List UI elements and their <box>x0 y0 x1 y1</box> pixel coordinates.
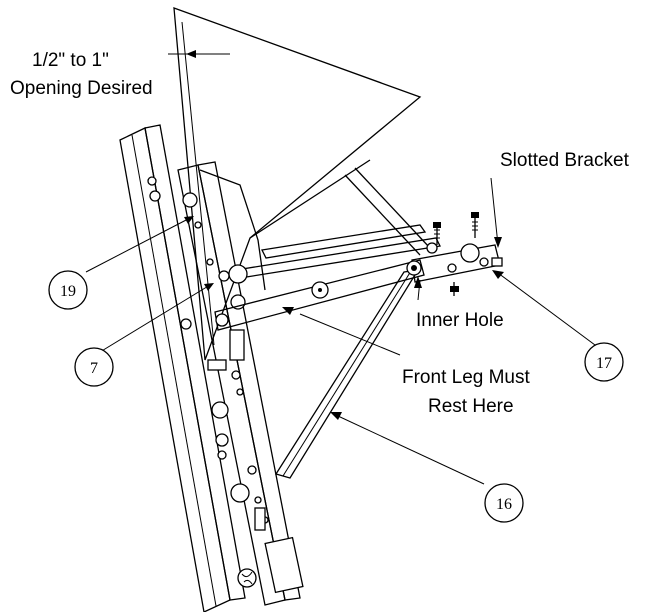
hopper <box>173 7 431 361</box>
inner-hole-label: Inner Hole <box>416 310 504 331</box>
slotted-bracket <box>406 212 503 296</box>
callout-16: 16 <box>484 483 524 523</box>
opening-label-line2: Opening Desired <box>10 78 153 99</box>
slotted-bracket-label: Slotted Bracket <box>500 150 630 171</box>
front-leg-label-line1: Front Leg Must <box>402 367 530 388</box>
bolt-right-icon <box>471 212 479 238</box>
front-leg-label-line2: Rest Here <box>428 396 514 417</box>
front-leg <box>274 269 420 479</box>
inner-column <box>177 161 304 606</box>
opening-label-line1: 1/2" to 1" <box>32 50 109 71</box>
callout-17: 17 <box>584 342 624 382</box>
nut-icon <box>450 282 459 296</box>
callout-7-number: 7 <box>90 360 98 377</box>
callout-19: 19 <box>48 270 88 310</box>
callout-16-number: 16 <box>496 496 512 513</box>
bolt-left-icon <box>433 222 441 245</box>
callout-7: 7 <box>74 347 114 387</box>
callout-17-number: 17 <box>596 355 612 372</box>
vertical-column <box>119 124 257 612</box>
cross-arm <box>214 259 425 331</box>
leader-lines <box>85 50 596 485</box>
callout-19-number: 19 <box>60 283 76 300</box>
